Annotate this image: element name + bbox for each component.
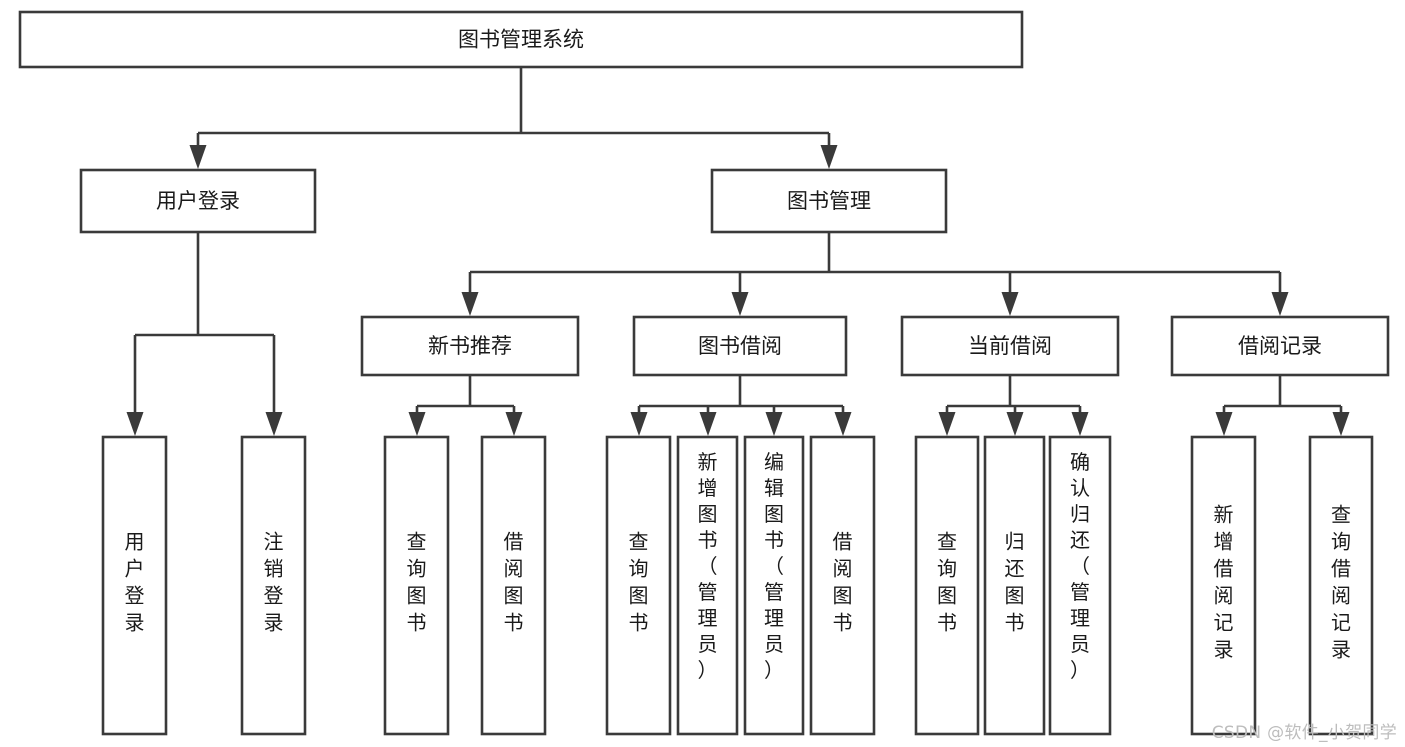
node-box — [480, 435, 547, 736]
arrow-head-icon — [1271, 292, 1289, 316]
node-box — [632, 315, 848, 377]
node-leaf-borrow-query[interactable]: 查询图书 — [605, 435, 672, 736]
node-box — [809, 435, 876, 736]
node-box — [710, 168, 948, 234]
node-box — [983, 435, 1046, 736]
node-label: 用户登录 — [156, 189, 240, 213]
node-box — [914, 435, 980, 736]
arrow-head-icon — [834, 412, 852, 436]
node-label: 归还图书 — [1005, 530, 1025, 635]
node-leaf-borrow-lend[interactable]: 借阅图书 — [809, 435, 876, 736]
arrow-head-icon — [630, 412, 648, 436]
node-current[interactable]: 当前借阅 — [900, 315, 1120, 377]
node-box — [18, 10, 1024, 69]
node-box — [900, 315, 1120, 377]
arrow-head-icon — [461, 292, 479, 316]
arrow-head-icon — [820, 145, 838, 169]
node-box — [676, 435, 739, 736]
node-root[interactable]: 图书管理系统 — [18, 10, 1024, 69]
arrow-head-icon — [1215, 412, 1233, 436]
node-label: 借阅图书 — [504, 530, 524, 635]
node-label: 查询图书 — [407, 530, 427, 635]
node-leaf-records-query[interactable]: 查询借阅记录 — [1308, 435, 1374, 736]
node-leaf-borrow-edit[interactable]: 编辑图书（管理员） — [743, 435, 805, 736]
node-label: 图书管理系统 — [458, 28, 584, 52]
node-label: 查询图书 — [629, 530, 649, 635]
connector-layer — [126, 67, 1350, 436]
node-box — [605, 435, 672, 736]
connector-group-current — [938, 375, 1089, 436]
arrow-head-icon — [1332, 412, 1350, 436]
node-label: 图书管理 — [787, 189, 871, 213]
arrow-head-icon — [265, 412, 283, 436]
node-label: 借阅图书 — [833, 530, 853, 635]
arrow-head-icon — [765, 412, 783, 436]
node-leaf-current-return[interactable]: 归还图书 — [983, 435, 1046, 736]
node-borrow[interactable]: 图书借阅 — [632, 315, 848, 377]
node-bookmgmt[interactable]: 图书管理 — [710, 168, 948, 234]
node-box — [101, 435, 168, 736]
node-leaf-records-add[interactable]: 新增借阅记录 — [1190, 435, 1257, 736]
node-box — [79, 168, 317, 234]
node-login[interactable]: 用户登录 — [79, 168, 317, 234]
arrow-head-icon — [408, 412, 426, 436]
connector-group-bookmgmt — [461, 232, 1289, 316]
node-box — [1048, 435, 1112, 736]
arrow-head-icon — [731, 292, 749, 316]
arrow-head-icon — [1071, 412, 1089, 436]
arrow-head-icon — [1006, 412, 1024, 436]
node-label: 新增借阅记录 — [1214, 503, 1234, 662]
node-box — [1170, 315, 1390, 377]
node-leaf-user-logout[interactable]: 注销登录 — [240, 435, 307, 736]
node-label: 查询借阅记录 — [1331, 503, 1351, 662]
node-box — [240, 435, 307, 736]
node-leaf-borrow-add[interactable]: 新增图书（管理员） — [676, 435, 739, 736]
node-newbook[interactable]: 新书推荐 — [360, 315, 580, 377]
connector-group-borrow — [630, 375, 852, 436]
node-label: 注销登录 — [264, 530, 284, 635]
node-leaf-new-query[interactable]: 查询图书 — [383, 435, 450, 736]
node-label: 用户登录 — [125, 530, 145, 635]
node-label: 新书推荐 — [428, 334, 512, 358]
node-label: 编辑图书（管理员） — [764, 450, 784, 682]
connector-group-login — [126, 232, 283, 436]
node-box — [1308, 435, 1374, 736]
connector-group-newbook — [408, 375, 523, 436]
node-records[interactable]: 借阅记录 — [1170, 315, 1390, 377]
node-leaf-current-query[interactable]: 查询图书 — [914, 435, 980, 736]
connector-group-root — [189, 67, 838, 169]
arrow-head-icon — [699, 412, 717, 436]
node-leaf-current-confirm[interactable]: 确认归还（管理员） — [1048, 435, 1112, 736]
connector-group-records — [1215, 375, 1350, 436]
node-label: 确认归还（管理员） — [1070, 450, 1090, 682]
node-leaf-new-borrow[interactable]: 借阅图书 — [480, 435, 547, 736]
node-layer: 图书管理系统用户登录图书管理新书推荐图书借阅当前借阅借阅记录用户登录注销登录查询… — [18, 10, 1390, 736]
arrow-head-icon — [938, 412, 956, 436]
node-label: 查询图书 — [937, 530, 957, 635]
node-box — [1190, 435, 1257, 736]
arrow-head-icon — [126, 412, 144, 436]
node-box — [743, 435, 805, 736]
node-label: 当前借阅 — [968, 334, 1052, 358]
node-box — [360, 315, 580, 377]
arrow-head-icon — [1001, 292, 1019, 316]
node-leaf-user-login[interactable]: 用户登录 — [101, 435, 168, 736]
node-box — [383, 435, 450, 736]
node-label: 图书借阅 — [698, 334, 782, 358]
node-label: 借阅记录 — [1238, 334, 1322, 358]
arrow-head-icon — [505, 412, 523, 436]
arrow-head-icon — [189, 145, 207, 169]
node-label: 新增图书（管理员） — [698, 450, 718, 682]
